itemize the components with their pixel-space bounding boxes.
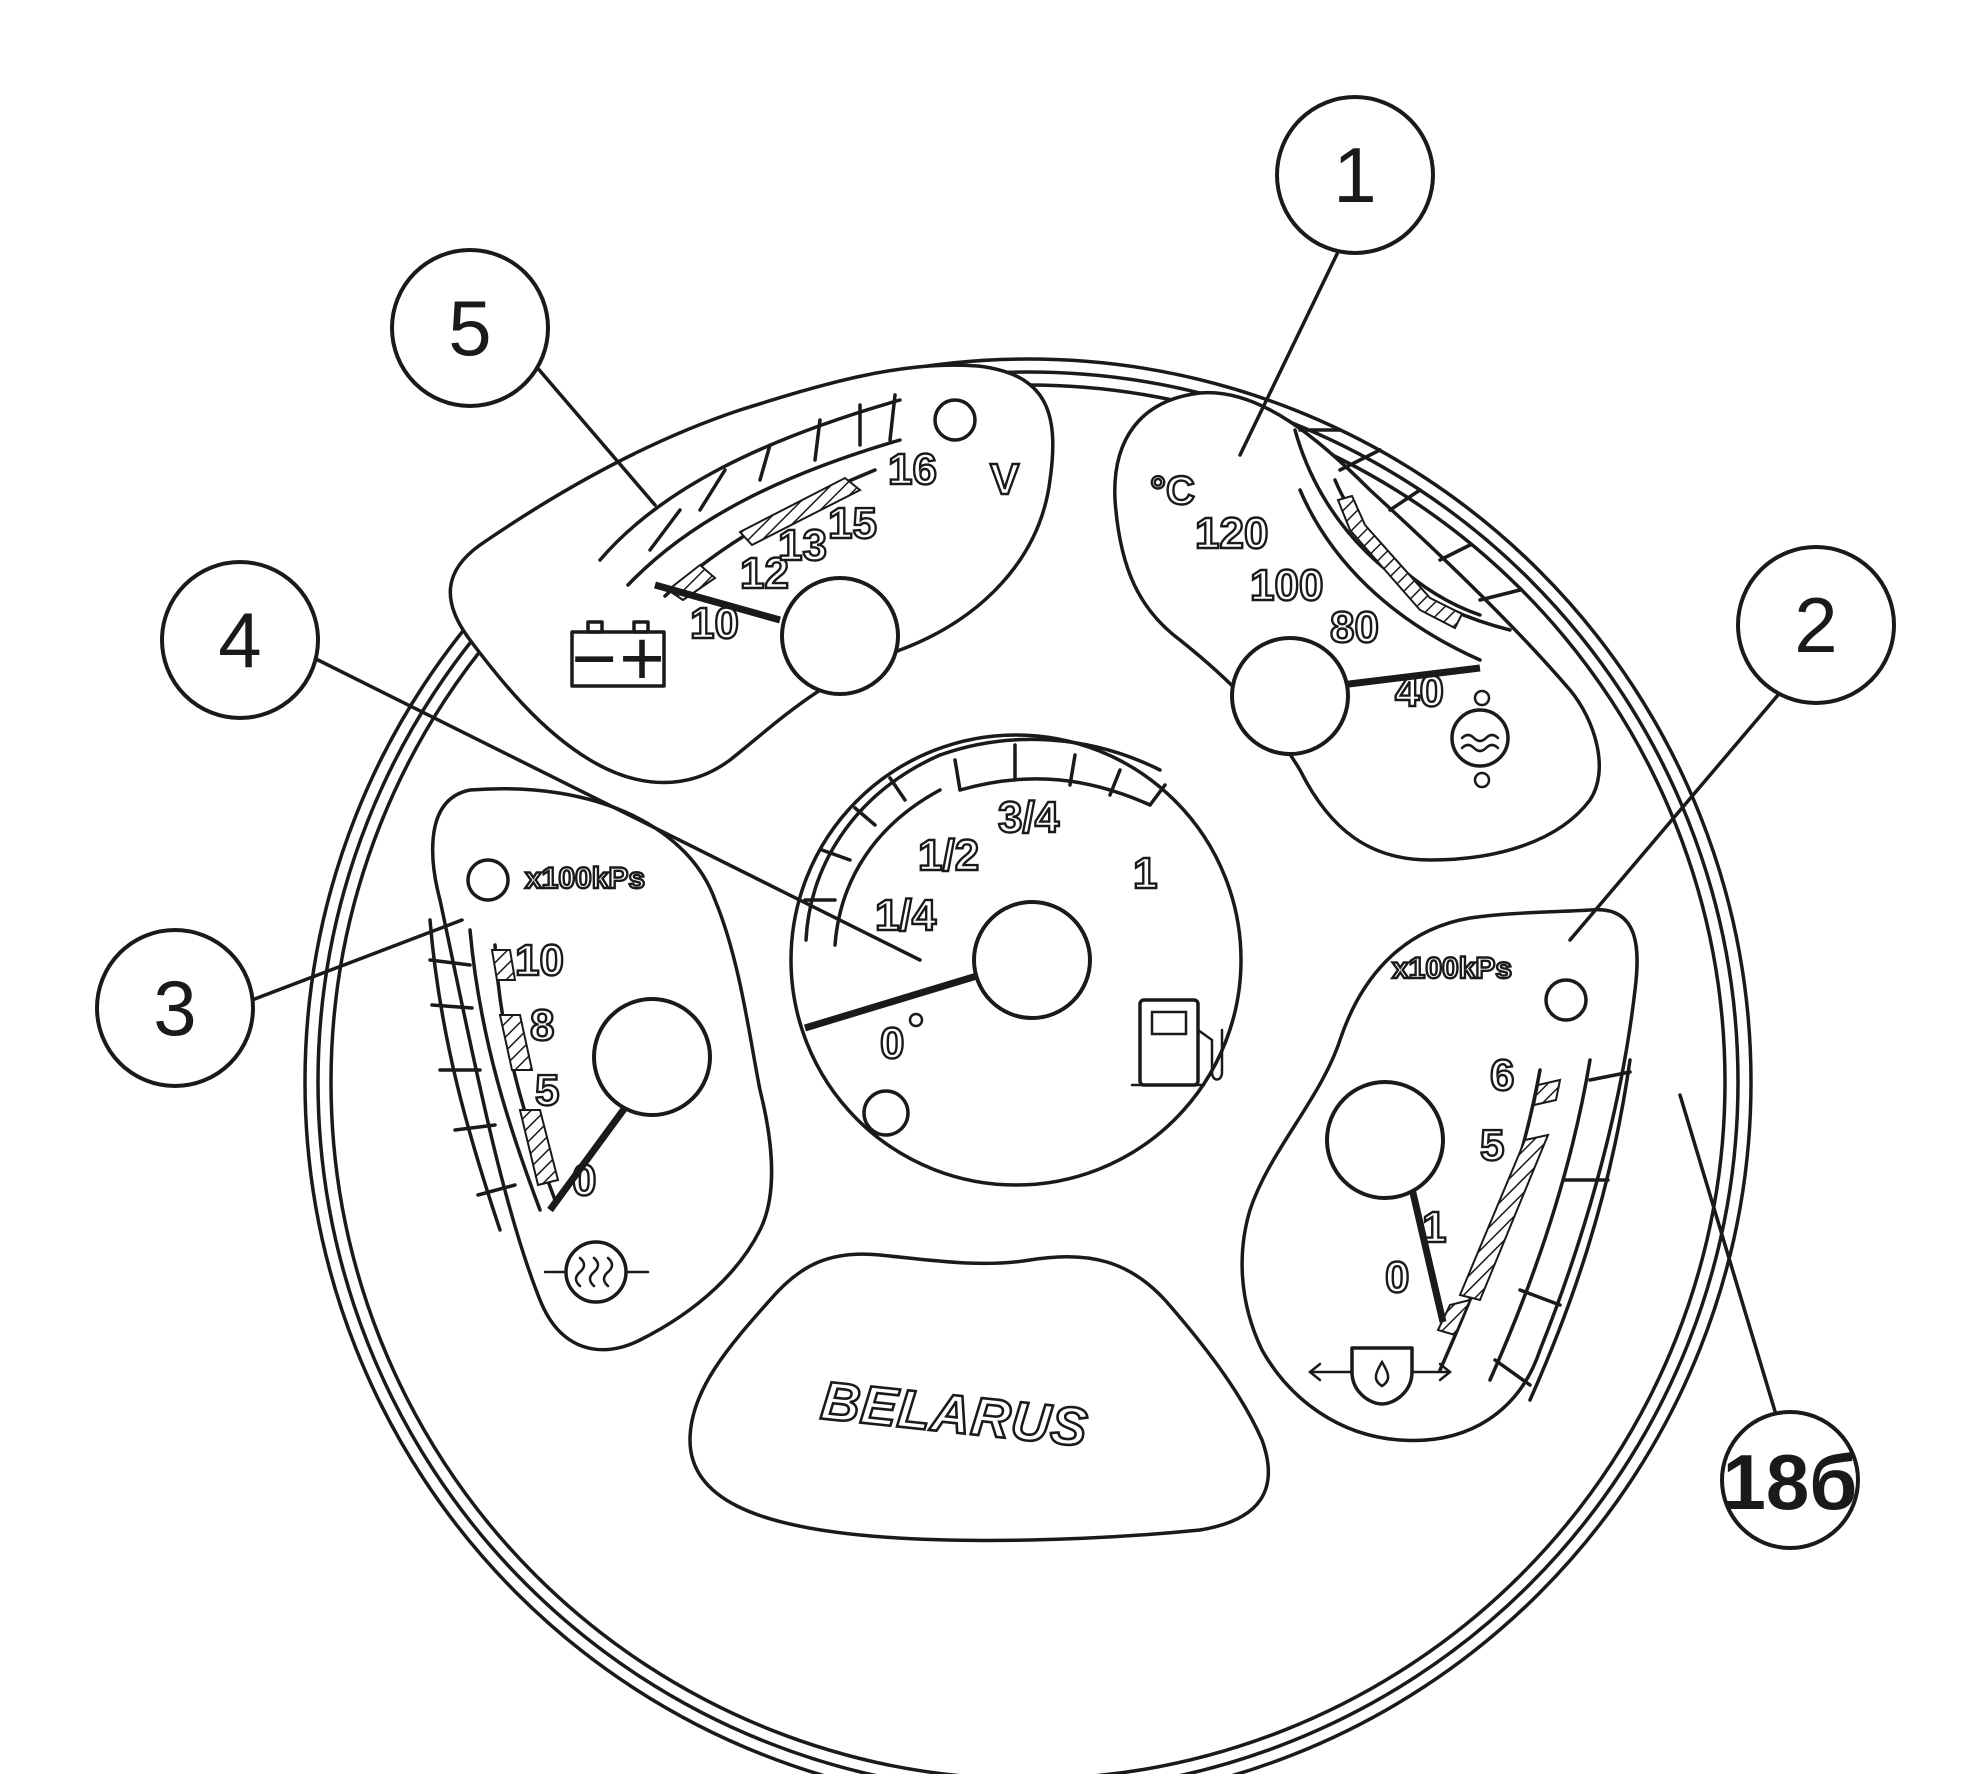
fuel-needle bbox=[803, 971, 982, 1032]
air-pressure-unit: x100kPs bbox=[525, 862, 645, 895]
indicator-lamp bbox=[862, 1089, 910, 1137]
fuel-tick: 1/2 bbox=[918, 831, 979, 880]
oil-pressure-tick: 5 bbox=[1480, 1121, 1504, 1170]
fuel-tick: 1/4 bbox=[875, 891, 937, 940]
callout-3: 3 bbox=[153, 964, 196, 1052]
voltmeter-gauge: 10 12 13 15 16 V − + bbox=[448, 363, 1055, 785]
oil-pressure-tick: 6 bbox=[1490, 1051, 1514, 1100]
coolant-tick: 80 bbox=[1330, 603, 1379, 652]
oil-pressure-hub bbox=[1325, 1080, 1445, 1200]
oil-pressure-needle bbox=[1406, 1179, 1447, 1323]
fuel-tick: 0 bbox=[880, 1019, 904, 1068]
callout-4: 4 bbox=[218, 596, 261, 684]
battery-minus: − bbox=[571, 614, 617, 702]
air-pressure-tick: 5 bbox=[535, 1066, 559, 1115]
degree-mark bbox=[908, 1012, 924, 1028]
voltmeter-tick: 16 bbox=[888, 445, 937, 494]
coolant-tick: 120 bbox=[1195, 509, 1268, 558]
voltmeter-needle bbox=[654, 581, 781, 624]
battery-icon: − + bbox=[570, 614, 666, 702]
callout-2: 2 bbox=[1794, 581, 1837, 669]
coolant-unit: °C bbox=[1150, 469, 1195, 513]
voltmeter-tick: 13 bbox=[778, 521, 827, 570]
fuel-hub bbox=[972, 900, 1092, 1020]
air-pressure-gauge: x100kPs 10 8 5 0 bbox=[428, 787, 774, 1352]
indicator-lamp bbox=[466, 858, 510, 902]
air-pressure-needle bbox=[547, 1087, 641, 1213]
indicator-lamp bbox=[933, 398, 977, 442]
fuel-tick: 3/4 bbox=[998, 793, 1060, 842]
oil-pressure-tick: 0 bbox=[1385, 1253, 1409, 1302]
fuel-tick: 1 bbox=[1133, 849, 1157, 898]
figure-label: 18б bbox=[1723, 1438, 1858, 1526]
indicator-lamp bbox=[1544, 978, 1588, 1022]
callout-1: 1 bbox=[1333, 131, 1376, 219]
voltmeter-unit: V bbox=[990, 455, 1020, 504]
air-pressure-hub bbox=[592, 997, 712, 1117]
voltmeter-tick: 15 bbox=[828, 499, 877, 548]
pneumatic-system-icon bbox=[543, 1240, 650, 1304]
coolant-tick: 100 bbox=[1250, 561, 1323, 610]
callouts: 1 2 3 4 5 18б bbox=[95, 95, 1896, 1550]
air-pressure-tick: 10 bbox=[515, 936, 564, 985]
voltmeter-tick: 12 bbox=[740, 549, 789, 598]
fuel-pump-icon bbox=[1130, 998, 1224, 1087]
battery-plus: + bbox=[619, 614, 665, 702]
brand-plate: BELARUS bbox=[688, 1252, 1271, 1543]
coolant-hub bbox=[1230, 636, 1350, 756]
oil-pressure-unit: x100kPs bbox=[1392, 952, 1512, 985]
oil-pressure-icon bbox=[1307, 1346, 1453, 1406]
callout-5: 5 bbox=[448, 284, 491, 372]
oil-pressure-gauge: x100kPs 6 5 1 0 bbox=[1240, 908, 1639, 1443]
fuel-level-gauge: 0 1/4 1/2 3/4 1 bbox=[789, 733, 1243, 1187]
coolant-temperature-gauge: °C 120 100 80 40 bbox=[1113, 390, 1602, 862]
coolant-temperature-icon bbox=[1450, 689, 1510, 789]
voltmeter-hub bbox=[780, 576, 900, 696]
air-pressure-tick: 8 bbox=[530, 1001, 554, 1050]
